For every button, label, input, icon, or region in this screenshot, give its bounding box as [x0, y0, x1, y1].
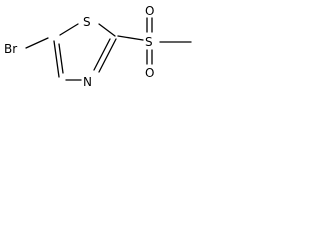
bond-s1-c2	[98, 23, 116, 37]
molecule-structure: Br S N S O O	[4, 4, 192, 89]
atom-nitrogen: N	[83, 75, 92, 89]
atom-sulfur-ring: S	[83, 15, 91, 29]
bond-c5-s1	[59, 23, 79, 36]
atom-bromine: Br	[4, 42, 17, 56]
bond-br-c5	[25, 37, 49, 49]
atom-sulfur-sulfonyl: S	[145, 35, 153, 49]
bond-c4-c5-double	[58, 43, 64, 74]
atom-oxygen-bottom: O	[145, 66, 154, 80]
bond-c2-n3	[98, 38, 117, 73]
bond-c2-so2	[117, 35, 144, 41]
bond-c4-c5	[53, 40, 60, 78]
bond-c2-n3-double	[93, 38, 111, 71]
atom-oxygen-top: O	[145, 4, 154, 18]
